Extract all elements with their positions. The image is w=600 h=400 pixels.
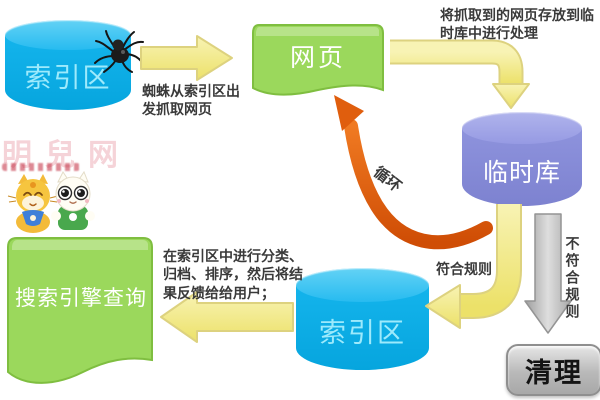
- arrow-webpage-to-tempstore: [390, 39, 530, 109]
- node-label-index-bottom: 索引区: [319, 317, 406, 348]
- spider-icon: [94, 30, 144, 73]
- cylinder-top: [5, 20, 131, 50]
- node-index-area-bottom: 索引区: [296, 268, 429, 370]
- node-label-cleanup: 清理: [525, 357, 583, 388]
- node-temp-store: 临时库: [462, 112, 582, 206]
- cylinder-top: [462, 112, 582, 144]
- feedback-note: 在索引区中进行分类、 归档、排序，然后将结 果反馈给给用户；: [163, 248, 303, 301]
- node-webpage-shape: [252, 24, 384, 96]
- node-label-temp-store: 临时库: [482, 159, 561, 187]
- arrow-index-to-webpage: [140, 35, 233, 81]
- store-note: 将抓取到的网页存放到临 时库中进行处理: [440, 7, 594, 42]
- match-rule-label: 符合规则: [436, 261, 492, 277]
- node-label-search-query: 搜索引擎查询: [15, 287, 147, 310]
- mascot-yellow-cat: [7, 174, 59, 233]
- loop-label: 循环: [370, 163, 405, 196]
- node-search-query-shape: [7, 237, 153, 384]
- no-match-rule-label: 不符合规则: [564, 236, 581, 321]
- mascots-illustration: [7, 170, 95, 233]
- mascot-white-cat: [51, 170, 95, 230]
- watermark-tagline-illegible: [2, 163, 80, 171]
- node-index-area-top: 索引区: [5, 20, 131, 110]
- node-label-webpage: 网页: [289, 44, 346, 72]
- cylinder-top: [296, 268, 429, 302]
- node-label-index-top: 索引区: [24, 62, 112, 93]
- node-cleanup: 清理: [506, 344, 600, 396]
- spider-note: 蜘蛛从索引区出 发抓取网页: [142, 83, 240, 118]
